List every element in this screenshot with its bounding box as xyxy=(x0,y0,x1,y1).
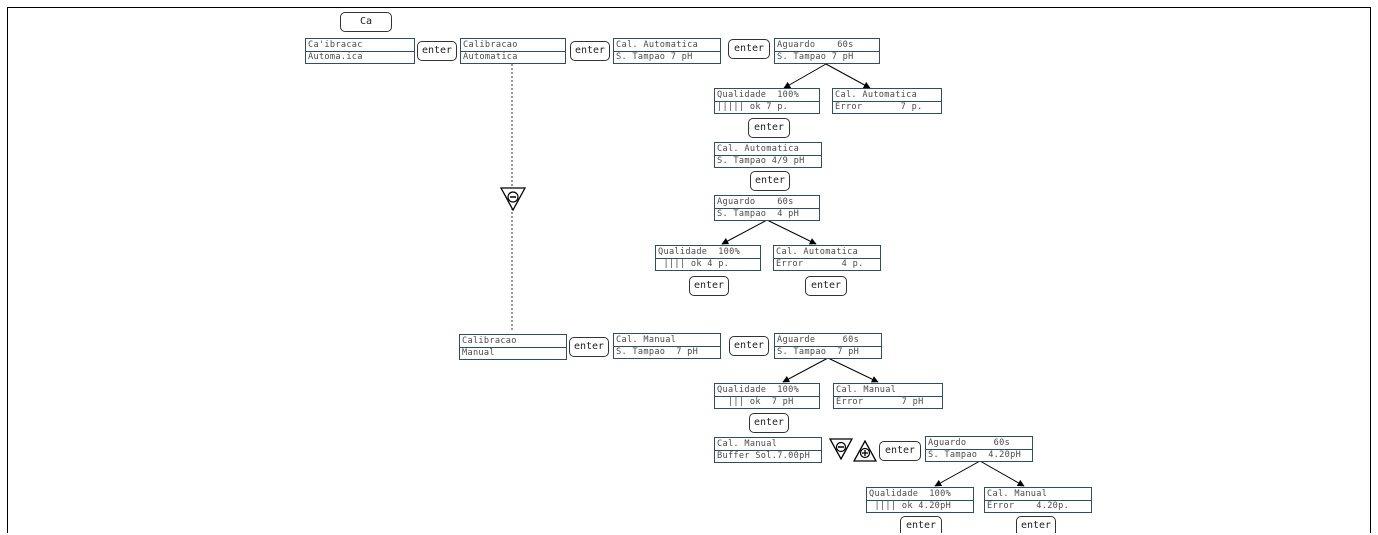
enter-button[interactable]: enter xyxy=(569,337,609,357)
lcd-line-2: ||||| ok 7 p. xyxy=(717,102,789,112)
lcd-line-2: Manual xyxy=(462,348,495,358)
lcd-qualidade-7: Qualidade 100% ||||| ok 7 p. xyxy=(714,88,820,114)
lcd-line-1: Qualidade 100% xyxy=(656,246,760,259)
lcd-qualidade-4: Qualidade 100% |||| ok 4 p. xyxy=(655,245,761,271)
lcd-line-2: S. Tampao 4 pH xyxy=(717,209,800,219)
lcd-line-1: Qualidade 100% xyxy=(715,89,819,102)
lcd-error-manual-7: Cal. Manual Error 7 pH xyxy=(833,383,943,409)
lcd-line-1: Calibracao xyxy=(461,39,565,52)
lcd-line-1: Qualidade 100% xyxy=(867,488,973,501)
lcd-line-1: Cal. Manual xyxy=(715,438,821,451)
lcd-line-2: Automatica xyxy=(463,52,518,62)
lcd-line-2: S. Tampao 4/9 pH xyxy=(717,156,805,166)
arrow-to-qual-m4 xyxy=(934,460,981,487)
lcd-line-2: S. Tampao 7 pH xyxy=(616,347,699,357)
enter-button[interactable]: enter xyxy=(748,118,790,138)
lcd-line-1: Cal. Automatica xyxy=(715,143,821,156)
lcd-line-2: Buffer Sol.7.00pH xyxy=(717,451,811,461)
lcd-error-4: Cal. Automatica Error 4 p. xyxy=(773,245,881,271)
lcd-calibracao-automatica-2: Calibracao Automatica xyxy=(460,38,566,64)
enter-button[interactable]: enter xyxy=(879,441,921,461)
lcd-line-1: Cal. Manual xyxy=(834,384,942,397)
lcd-cal-manual-buffer: Cal. Manual Buffer Sol.7.00pH xyxy=(714,437,822,463)
enter-button[interactable]: enter xyxy=(750,171,790,191)
lcd-cal-automatica-s7: Cal. Automatica S. Tampao 7 pH xyxy=(613,38,721,64)
ca-button[interactable]: Ca xyxy=(340,12,392,32)
arrow-to-err-7 xyxy=(825,63,871,89)
lcd-line-1: Aguardo 60s xyxy=(715,196,819,209)
lcd-line-2: Error 4 p. xyxy=(776,259,864,269)
arrow-to-qual-7 xyxy=(783,63,827,89)
lcd-line-1: Cal. Automatica xyxy=(774,246,880,259)
arrow-to-qual-4 xyxy=(721,219,768,245)
lcd-qualidade-manual-4: Qualidade 100% |||| ok 4.20pH xyxy=(866,487,974,513)
lcd-error-7: Cal. Automatica Error 7 p. xyxy=(832,88,942,114)
lcd-line-1: Aguardo 60s xyxy=(775,39,879,52)
lcd-line-1: Cal. Manual xyxy=(614,334,720,347)
lcd-line-2: S. Tampao 4.20pH xyxy=(928,450,1022,460)
lcd-qualidade-manual-7: Qualidade 100% ||| ok 7 pH xyxy=(714,383,820,409)
lcd-aguardo-4: Aguardo 60s S. Tampao 4 pH xyxy=(714,195,820,221)
enter-button[interactable]: enter xyxy=(417,41,457,61)
lcd-line-1: Qualidade 100% xyxy=(715,384,819,397)
enter-button[interactable]: enter xyxy=(749,413,789,433)
lcd-line-2: Error 7 pH xyxy=(836,397,924,407)
lcd-line-2: S. Tampao 7 pH xyxy=(777,347,860,357)
lcd-line-1: Cal. Automatica xyxy=(833,89,941,102)
lcd-line-1: Calibracao xyxy=(460,335,566,348)
enter-button[interactable]: enter xyxy=(900,516,942,533)
lcd-aguarde-manual-7: Aguarde 60s S. Tampao 7 pH xyxy=(774,333,882,359)
down-minus-key-icon[interactable] xyxy=(829,438,853,460)
enter-button[interactable]: enter xyxy=(728,39,770,59)
lcd-line-2: Error 7 p. xyxy=(835,102,923,112)
diagram-frame xyxy=(7,7,1371,533)
down-minus-key-icon[interactable] xyxy=(500,187,526,211)
lcd-line-2: S. Tampao 7 pH xyxy=(777,52,854,62)
enter-button[interactable]: enter xyxy=(805,276,847,296)
lcd-calibracao-manual: Calibracao Manual xyxy=(459,334,567,360)
arrow-to-qual-m7 xyxy=(782,357,829,383)
lcd-line-2: S. Tampao 7 pH xyxy=(616,52,693,62)
lcd-line-2: |||| ok 4.20pH xyxy=(869,501,952,511)
lcd-error-manual-4: Cal. Manual Error 4.20p. xyxy=(984,487,1092,513)
lcd-line-2: |||| ok 4 p. xyxy=(658,259,730,269)
enter-button[interactable]: enter xyxy=(570,41,610,61)
arrow-to-err-m7 xyxy=(827,357,879,383)
lcd-line-1: Aguardo 60s xyxy=(926,437,1032,450)
lcd-cal-automatica-s49: Cal. Automatica S. Tampao 4/9 pH xyxy=(714,142,822,168)
lcd-line-2: Error 4.20p. xyxy=(987,501,1070,511)
lcd-line-1: Ca'ibracac xyxy=(306,39,414,52)
enter-button[interactable]: enter xyxy=(689,276,729,296)
lcd-aguardo-manual-4: Aguardo 60s S. Tampao 4.20pH xyxy=(925,436,1033,462)
up-plus-key-icon[interactable] xyxy=(853,440,877,462)
lcd-line-2: ||| ok 7 pH xyxy=(717,397,794,407)
lcd-line-1: Cal. Automatica xyxy=(614,39,720,52)
arrow-to-err-4 xyxy=(766,219,817,245)
lcd-line-1: Aguarde 60s xyxy=(775,334,881,347)
enter-button[interactable]: enter xyxy=(1016,516,1056,533)
lcd-calibracao-automatica-1: Ca'ibracac Automa.ica xyxy=(305,38,415,64)
lcd-line-1: Cal. Manual xyxy=(985,488,1091,501)
enter-button[interactable]: enter xyxy=(729,336,769,356)
arrow-to-err-m4 xyxy=(979,460,1025,487)
lcd-cal-manual-s7: Cal. Manual S. Tampao 7 pH xyxy=(613,333,721,359)
lcd-line-2: Automa.ica xyxy=(308,52,363,62)
lcd-aguardo-7: Aguardo 60s S. Tampao 7 pH xyxy=(774,38,880,64)
